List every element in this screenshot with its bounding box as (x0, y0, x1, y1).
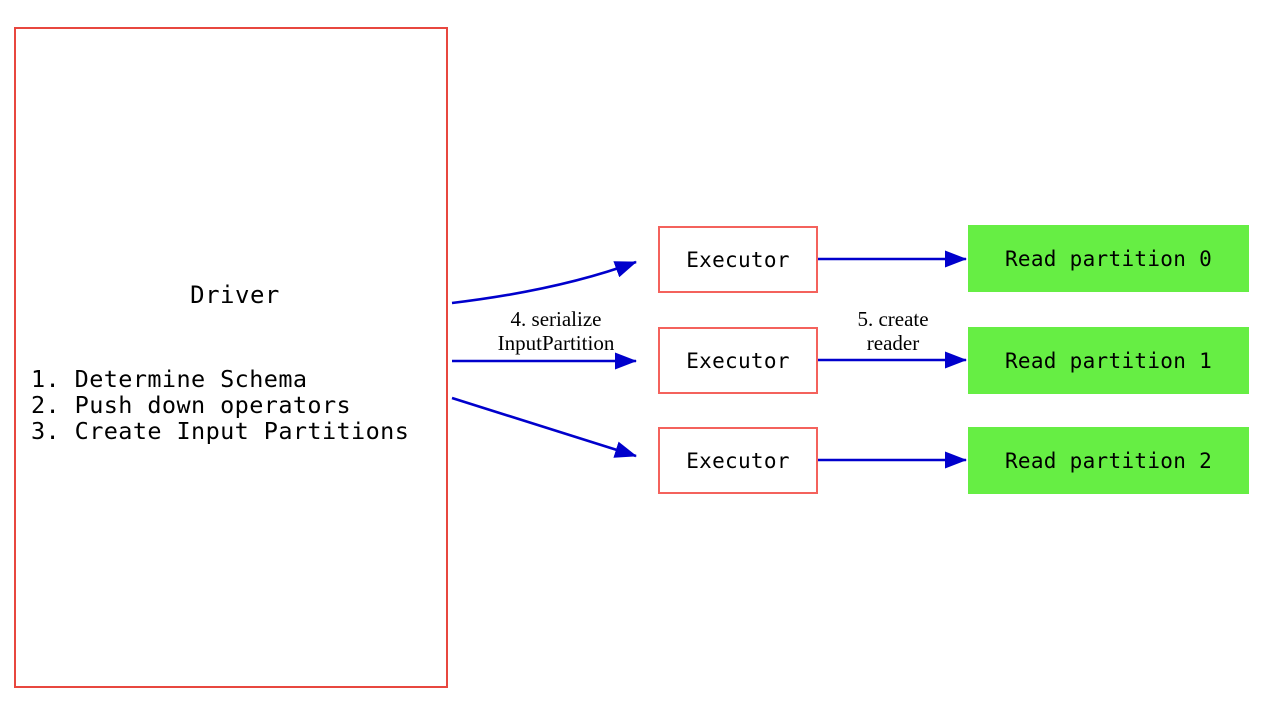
executor-label-0: Executor (686, 247, 790, 272)
partition-label-2: Read partition 2 (1004, 448, 1213, 473)
executor-label-1: Executor (686, 348, 790, 373)
driver-step-3: 3. Create Input Partitions (31, 417, 410, 445)
partition-label-1: Read partition 1 (1004, 348, 1213, 373)
arrow-driver-to-executor-2 (451, 396, 637, 458)
driver-step-1: 1. Determine Schema (31, 365, 308, 393)
driver-title: Driver (190, 281, 280, 309)
driver-step-list: 1. Determine Schema 2. Push down operato… (31, 366, 451, 444)
edge-label-serialize-input-partition: 4. serialize InputPartition (497, 307, 615, 355)
executor-box-1: Executor (658, 327, 818, 394)
partition-box-0: Read partition 0 (968, 225, 1249, 292)
driver-step-2: 2. Push down operators (31, 391, 352, 419)
partition-box-2: Read partition 2 (968, 427, 1249, 494)
partition-label-0: Read partition 0 (1004, 246, 1213, 271)
edge-label-create-reader: 5. create reader (857, 307, 929, 355)
executor-label-2: Executor (686, 448, 790, 473)
arrow-driver-to-executor-0 (451, 260, 637, 305)
driver-box: Driver 1. Determine Schema 2. Push down … (14, 27, 448, 688)
executor-box-0: Executor (658, 226, 818, 293)
executor-box-2: Executor (658, 427, 818, 494)
partition-box-1: Read partition 1 (968, 327, 1249, 394)
